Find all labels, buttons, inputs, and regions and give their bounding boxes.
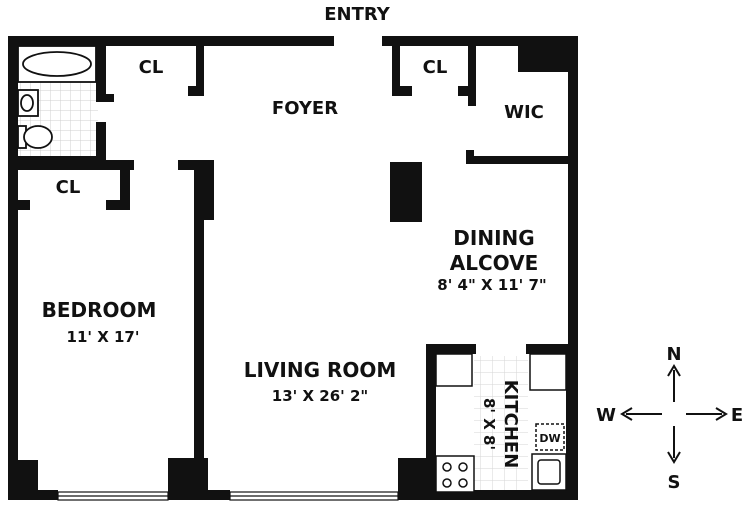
compass-south: S [668, 472, 681, 493]
windows [57, 491, 399, 501]
foyer-label: FOYER [272, 98, 338, 119]
bedroom-title: BEDROOM [42, 298, 157, 322]
walls [8, 36, 578, 500]
kitchen-floor [474, 356, 528, 492]
bathtub [22, 51, 92, 77]
closet-label-north: CL [423, 57, 448, 78]
closet-label-bedroom: CL [56, 177, 81, 198]
bedroom-dimensions: 11' X 17' [67, 328, 140, 346]
closet-label-entry: CL [139, 57, 164, 78]
entry-label: ENTRY [324, 4, 391, 25]
dining-dimensions: 8' 4" X 11' 7" [437, 276, 546, 294]
stove [435, 455, 475, 493]
compass-north: N [666, 344, 681, 365]
bathroom-fixtures [17, 45, 97, 149]
dishwasher [535, 423, 565, 451]
counter-left [435, 353, 473, 387]
counter-right [529, 353, 567, 391]
living-room-dimensions: 13' X 26' 2" [272, 387, 368, 405]
wic-label: WIC [504, 102, 544, 123]
compass-east: E [731, 405, 743, 426]
kitchen-title: KITCHEN [500, 380, 521, 469]
dining-title-1: DINING [453, 226, 534, 250]
kitchen-dimensions: 8' X 8' [480, 398, 498, 450]
kitchen-fixtures [435, 353, 567, 493]
dining-title-2: ALCOVE [450, 251, 539, 275]
compass-west: W [596, 405, 616, 426]
dishwasher-label: DW [539, 432, 560, 445]
compass [620, 364, 728, 464]
living-room-title: LIVING ROOM [244, 358, 397, 382]
toilet [23, 125, 53, 149]
